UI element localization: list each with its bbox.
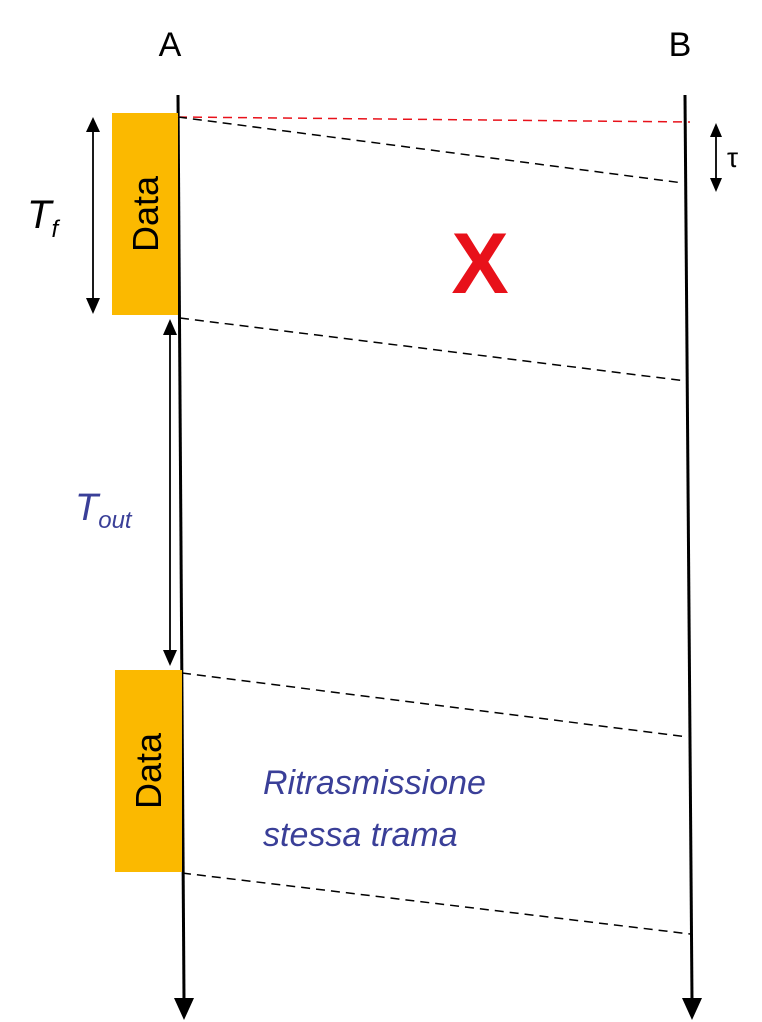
frame-1-trailing-edge (179, 317, 687, 382)
timeout-subscript: out (98, 507, 133, 534)
loss-marker: X (451, 216, 508, 312)
propagation-arrow-bottom (710, 178, 722, 192)
data-frame-1 (112, 113, 178, 315)
timeout-label: Tout (75, 487, 133, 534)
sender-label: A (159, 26, 182, 64)
data-frame-2 (115, 670, 182, 872)
sender-timeline (176, 94, 186, 1001)
sender-timeline-arrowhead (174, 998, 194, 1020)
frame-1-leading-edge (177, 116, 684, 184)
retransmission-note-line1: Ritrasmissione (263, 764, 486, 802)
frame-time-label: Tf (27, 193, 60, 243)
frame-time-arrow-bottom (86, 298, 100, 314)
frame-2-trailing-edge (181, 872, 691, 935)
data-frame-1-label: Data (125, 175, 166, 252)
timeout-arrow-bottom (163, 650, 177, 666)
receiver-timeline (683, 94, 694, 1001)
propagation-arrow-top (710, 123, 722, 137)
propagation-label: τ (727, 142, 738, 173)
receiver-label: B (669, 26, 692, 64)
receiver-timeline-arrowhead (682, 998, 702, 1020)
frame-2-leading-edge (181, 672, 689, 738)
frame-time-arrow-top (86, 117, 100, 132)
data-frame-2-label: Data (128, 732, 169, 809)
frame-time-subscript: f (51, 216, 60, 243)
propagation-reference-line (177, 116, 691, 123)
timeout-arrow-top (163, 319, 177, 335)
retransmission-note-line2: stessa trama (263, 816, 458, 854)
